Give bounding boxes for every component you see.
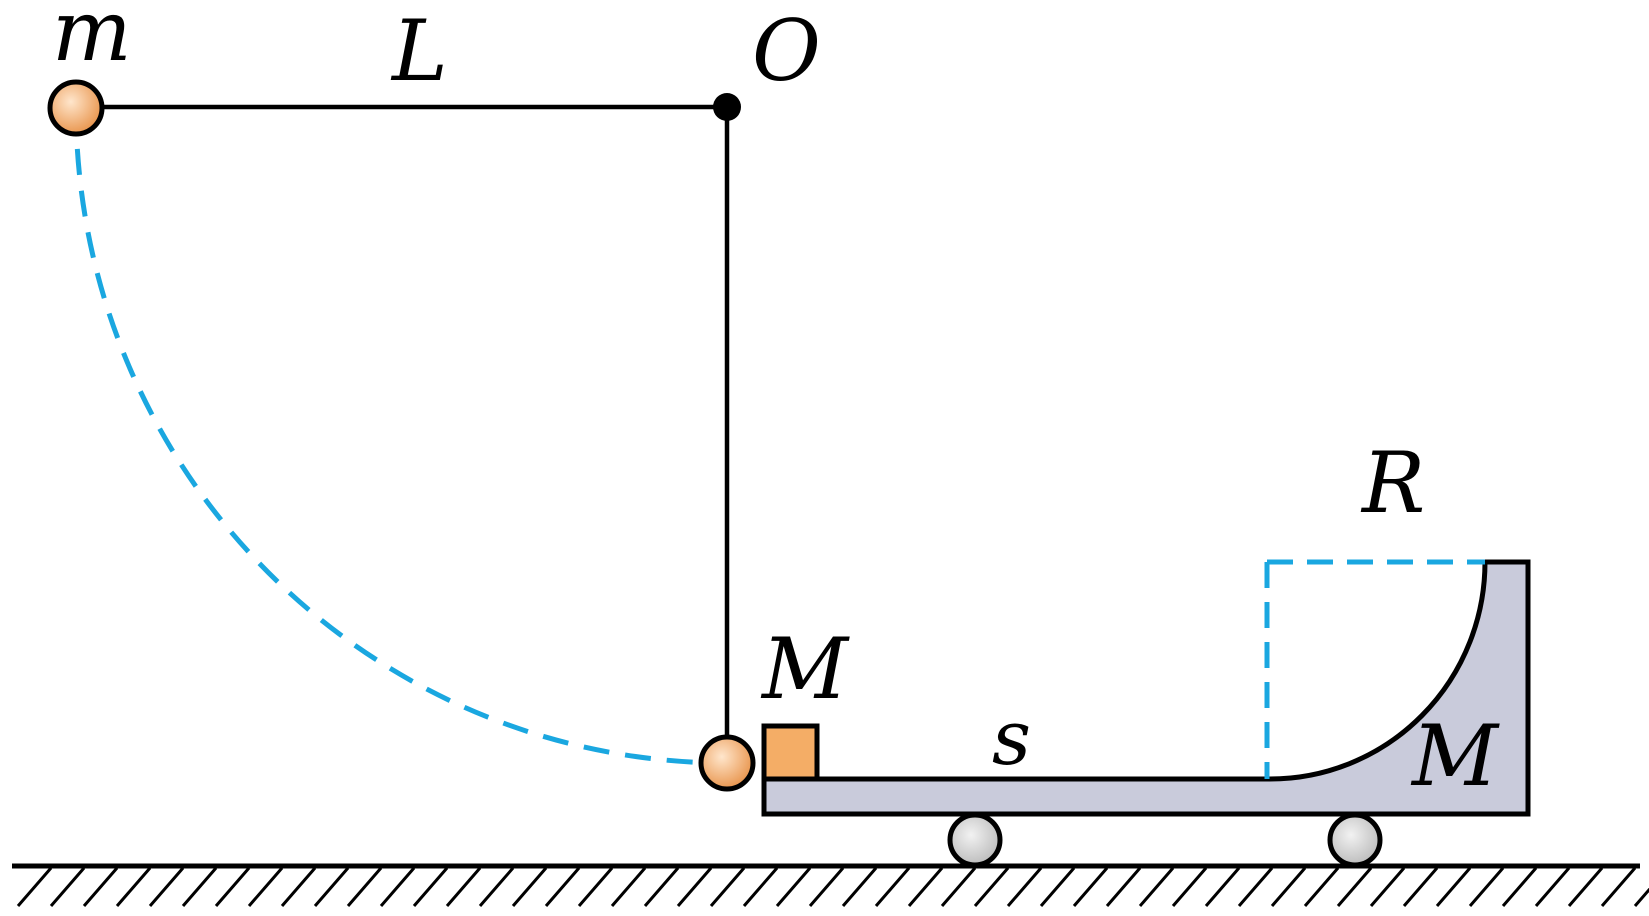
ball-lowest [698, 734, 756, 792]
hatch-mark [1138, 867, 1175, 907]
pivot-point [713, 93, 741, 121]
ground-hatching [16, 867, 1649, 907]
label-string-length: L [390, 2, 448, 100]
hatch-mark [742, 867, 779, 907]
hatch-mark [1105, 867, 1142, 907]
hatch-mark [1039, 867, 1076, 907]
hatch-mark [610, 867, 647, 907]
hatch-mark [1171, 867, 1208, 907]
hatch-mark [115, 867, 152, 907]
hatch-mark [1534, 867, 1571, 907]
hatch-mark [544, 867, 581, 907]
hatch-mark [280, 867, 317, 907]
hatch-mark [1600, 867, 1637, 907]
hatch-mark [874, 867, 911, 907]
hatch-mark [907, 867, 944, 907]
hatch-mark [346, 867, 383, 907]
hatch-mark [1303, 867, 1340, 907]
hatch-mark [709, 867, 746, 907]
hatch-mark [49, 867, 86, 907]
hatch-mark [1237, 867, 1274, 907]
label-pivot: O [752, 2, 821, 100]
hatch-mark [511, 867, 548, 907]
hatch-mark [82, 867, 119, 907]
hatch-mark [181, 867, 218, 907]
label-block-mass: M [760, 620, 850, 718]
hatch-mark [643, 867, 680, 907]
hatch-mark [1501, 867, 1538, 907]
hatch-mark [808, 867, 845, 907]
hatch-mark [1369, 867, 1406, 907]
hatch-mark [16, 867, 53, 907]
hatch-mark [1468, 867, 1505, 907]
hatch-mark [214, 867, 251, 907]
hatch-mark [313, 867, 350, 907]
swing-path-dashed [73, 106, 728, 766]
label-ball-mass: m [52, 0, 132, 80]
cart-body [761, 559, 1531, 817]
hatch-mark [841, 867, 878, 907]
hatch-mark [577, 867, 614, 907]
hatch-mark [676, 867, 713, 907]
hatch-mark [1270, 867, 1307, 907]
ground [12, 863, 1649, 907]
hatch-mark [1633, 887, 1649, 907]
hatch-mark [412, 867, 449, 907]
hatch-mark [148, 867, 185, 907]
label-track-length: s [992, 693, 1031, 782]
hatch-mark [1402, 867, 1439, 907]
label-cart-mass: M [1410, 707, 1500, 805]
wheel-left [947, 812, 1003, 868]
label-arc-radius: R [1360, 434, 1425, 532]
hatch-mark [1072, 867, 1109, 907]
hatch-mark [445, 867, 482, 907]
hatch-mark [1567, 867, 1604, 907]
block [761, 723, 820, 782]
hatch-mark [1204, 867, 1241, 907]
wheel-right [1327, 812, 1383, 868]
hatch-mark [940, 867, 977, 907]
hatch-mark [1006, 867, 1043, 907]
hatch-mark [478, 867, 515, 907]
hatch-mark [775, 867, 812, 907]
hatch-mark [1336, 867, 1373, 907]
ball-initial [47, 79, 105, 137]
hatch-mark [1435, 867, 1472, 907]
hatch-mark [379, 867, 416, 907]
hatch-mark [247, 867, 284, 907]
hatch-mark [973, 867, 1010, 907]
